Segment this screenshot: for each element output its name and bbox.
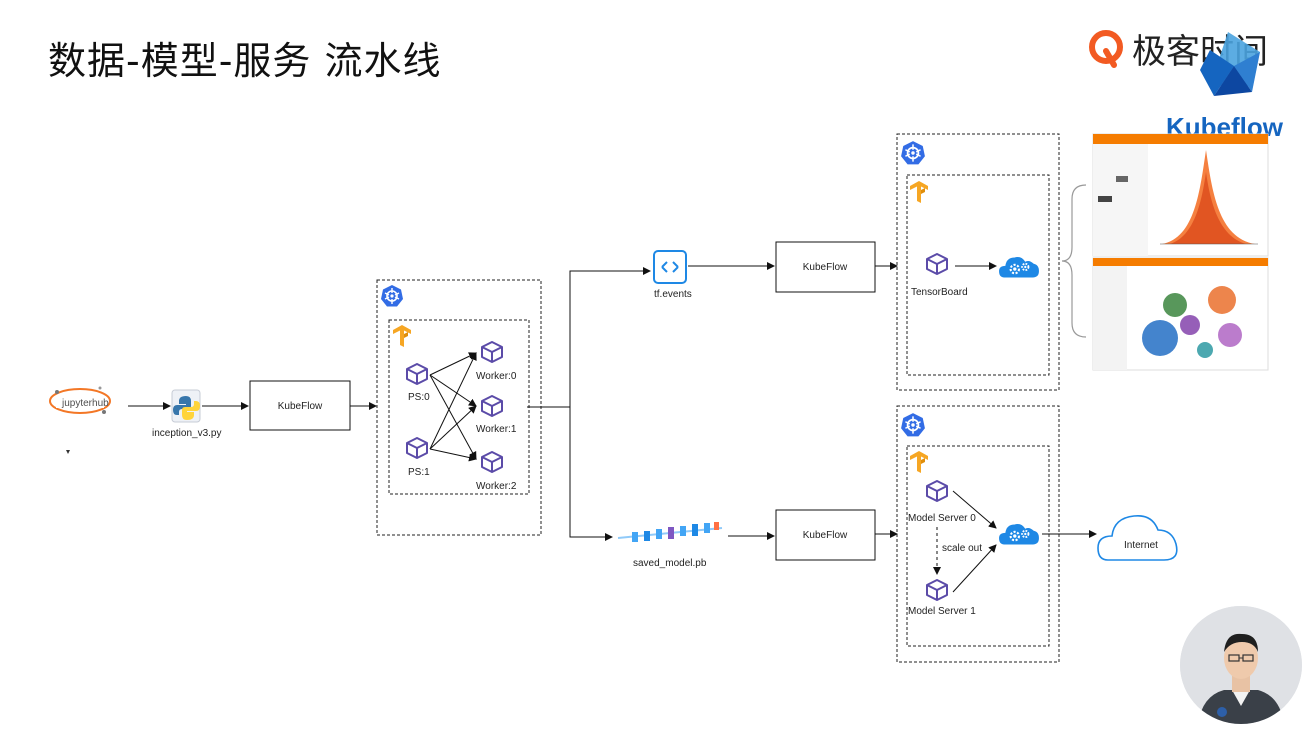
scale-out-label: scale out: [942, 543, 982, 554]
tensorboard-screenshot-projector: [1092, 257, 1269, 371]
brace: [1061, 184, 1087, 338]
kubernetes-icon: [900, 412, 926, 438]
tensorboard-screenshot-histogram: [1092, 133, 1269, 257]
kubeflow-box-1: [249, 380, 351, 431]
ps1-cube-icon: [406, 437, 428, 459]
worker1-cube-icon: [481, 395, 503, 417]
kubeflow-box-2: [775, 241, 876, 293]
tensorboard-service-icon: [998, 255, 1040, 279]
ps0-cube-icon: [406, 363, 428, 385]
kubeflow-box-3: [775, 509, 876, 561]
model-server-0-label: Model Server 0: [908, 513, 976, 524]
presenter-avatar: [1180, 606, 1302, 724]
tensorflow-icon: [910, 181, 928, 203]
worker1-label: Worker:1: [476, 424, 517, 435]
internet-label: Internet: [1124, 540, 1158, 551]
tensorboard-label: TensorBoard: [911, 287, 968, 298]
model-server-1-cube-icon: [926, 579, 948, 601]
worker0-label: Worker:0: [476, 371, 517, 382]
kubeflow-logo-icon: [1200, 32, 1260, 96]
kubernetes-icon: [900, 140, 926, 166]
tf-events-label: tf.events: [654, 289, 692, 300]
ps0-label: PS:0: [408, 392, 430, 403]
jupyterhub-logo-icon: jupyterhub: [49, 386, 111, 454]
kubernetes-icon: [380, 284, 404, 308]
kubeflow-box-3-label: KubeFlow: [803, 530, 848, 541]
kubeflow-box-2-label: KubeFlow: [803, 262, 848, 273]
saved-model-label: saved_model.pb: [633, 558, 707, 569]
tensorflow-icon: [910, 451, 928, 473]
model-graph-icon: [617, 522, 723, 542]
model-serving-service-icon: [998, 522, 1040, 546]
tensorboard-cube-icon: [926, 253, 948, 275]
serving-pod-group: [906, 445, 1050, 647]
inception-label: inception_v3.py: [152, 428, 222, 439]
worker2-cube-icon: [481, 451, 503, 473]
tensorboard-pod-group: [906, 174, 1050, 376]
kubeflow-box-1-label: KubeFlow: [278, 401, 323, 412]
python-file-icon: [171, 389, 201, 423]
tensorflow-icon: [393, 325, 411, 347]
tensorboard-cluster: [896, 133, 1060, 391]
model-server-1-label: Model Server 1: [908, 606, 976, 617]
geektime-logo-icon: [1089, 29, 1123, 68]
ps1-label: PS:1: [408, 467, 430, 478]
jupyterhub-label: jupyterhub: [61, 398, 109, 409]
worker0-cube-icon: [481, 341, 503, 363]
presenter-portrait: [1180, 606, 1302, 724]
worker2-label: Worker:2: [476, 481, 517, 492]
internet-cloud-icon: [1097, 514, 1178, 561]
model-server-0-cube-icon: [926, 480, 948, 502]
page-title: 数据-模型-服务 流水线: [48, 39, 442, 83]
events-file-icon: [653, 250, 687, 284]
training-cluster: [376, 279, 542, 536]
